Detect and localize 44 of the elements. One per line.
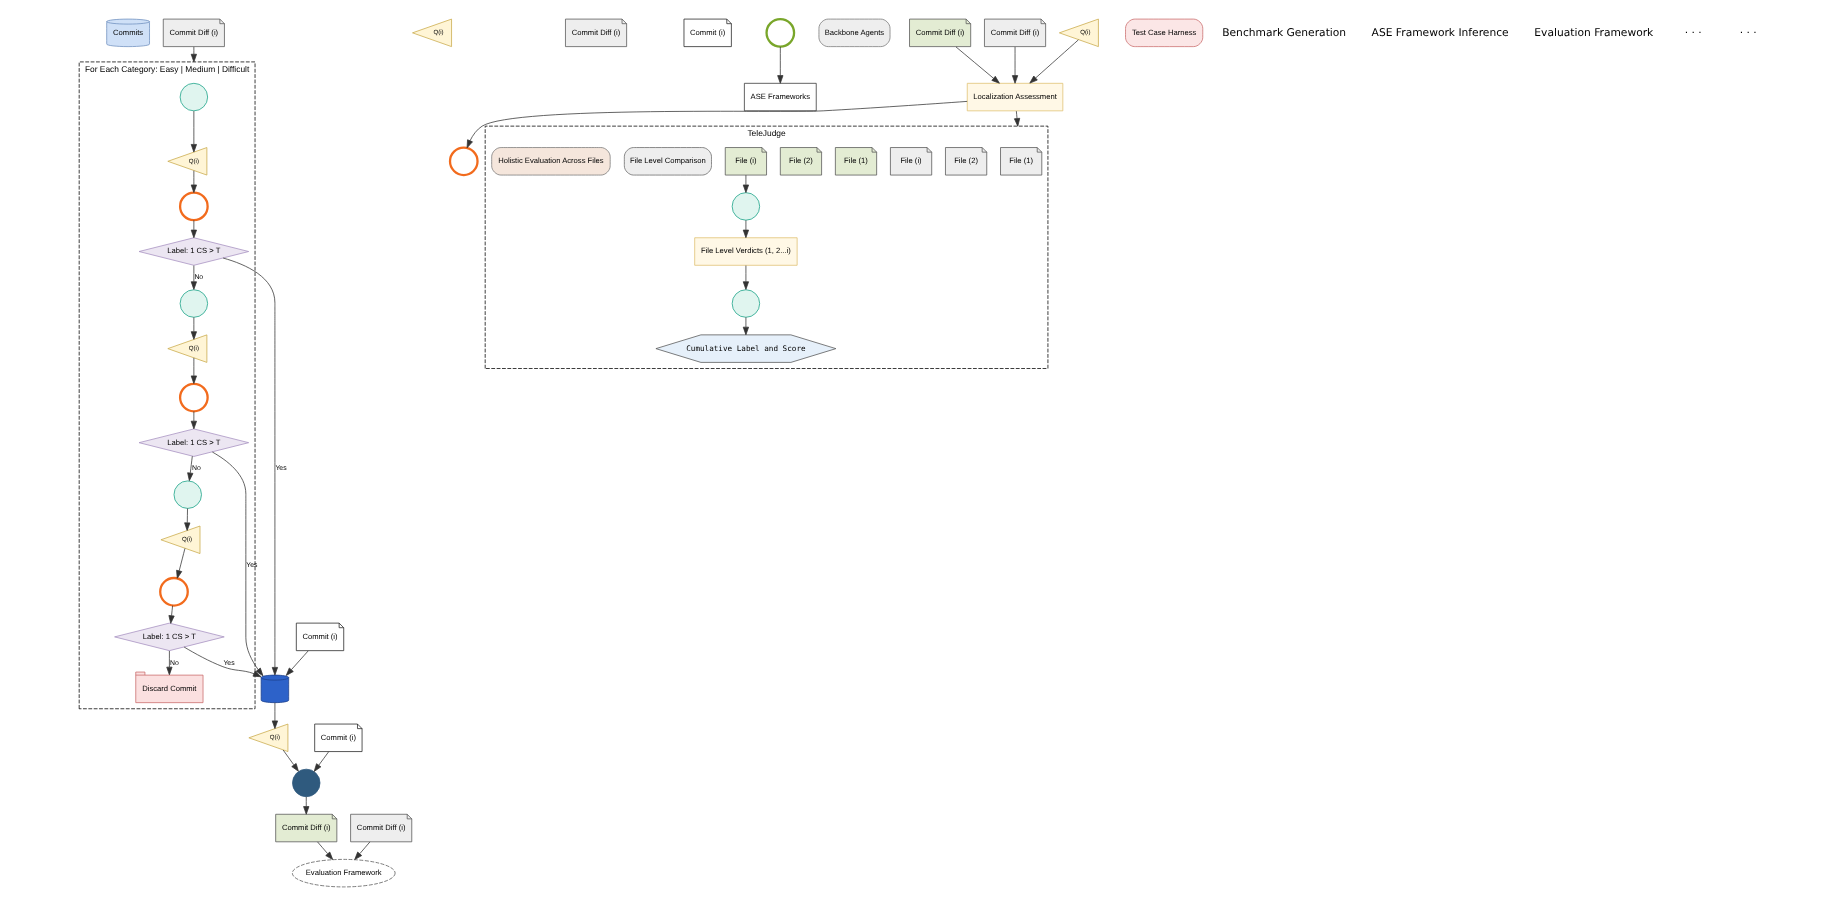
node-brain (172, 480, 201, 509)
arrow (1011, 46, 1018, 84)
node-circle (291, 768, 320, 798)
arrow (284, 650, 308, 676)
arrow (183, 508, 190, 531)
arrow (210, 451, 263, 677)
node-circle (177, 191, 208, 222)
node-circle (447, 146, 478, 177)
node-circle (177, 382, 208, 413)
arrow (1028, 39, 1078, 84)
arrow (189, 265, 196, 290)
arrow (189, 317, 196, 340)
arrow (165, 650, 172, 676)
arrow (189, 110, 196, 153)
node-circle (764, 17, 795, 48)
arrow (189, 170, 196, 193)
arrow (281, 749, 298, 772)
node-brain (730, 192, 760, 221)
arrow (776, 46, 783, 84)
arrow (189, 357, 196, 384)
arrow (741, 219, 748, 239)
arrow (189, 46, 196, 63)
arrow (167, 605, 174, 624)
arrow (182, 646, 261, 678)
node-brain (730, 289, 760, 318)
arrow (741, 174, 748, 193)
arrow (741, 265, 748, 290)
arrow (312, 751, 329, 772)
arrow (186, 455, 193, 482)
arrow (741, 317, 748, 336)
arrow (175, 548, 185, 579)
arrow (1013, 110, 1020, 127)
arrow (954, 46, 999, 84)
node-brain (178, 82, 207, 112)
arrow (353, 841, 370, 860)
arrow (316, 841, 333, 860)
arrow (302, 796, 309, 815)
arrow (189, 219, 196, 239)
arrow (270, 702, 277, 729)
node-circle (158, 576, 188, 607)
arrow (221, 257, 277, 676)
arrow (189, 411, 196, 430)
arrow (465, 101, 967, 149)
node-brain (178, 289, 207, 318)
